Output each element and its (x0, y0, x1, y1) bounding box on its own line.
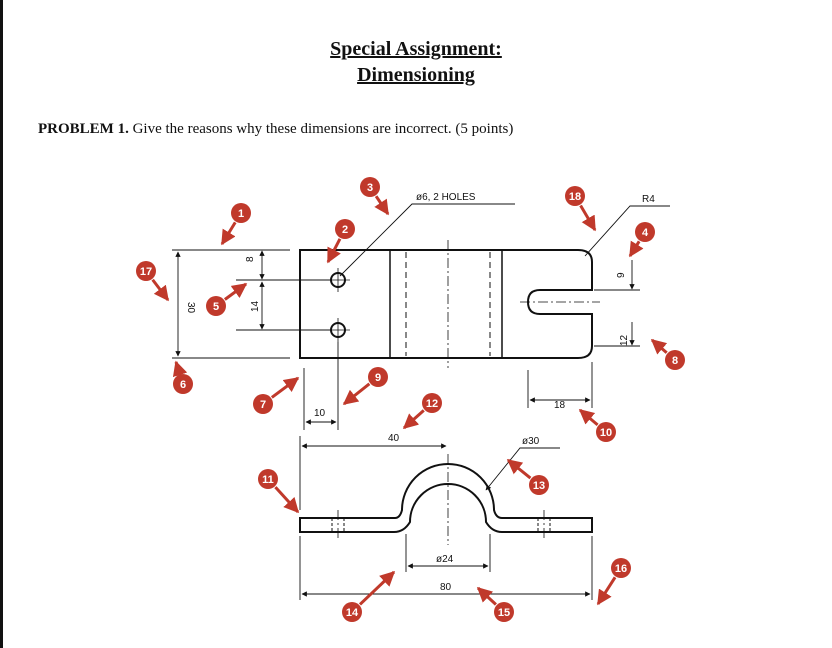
marker-arrow-7 (270, 376, 300, 399)
marker-badge-12 (422, 393, 442, 413)
marker-arrow-14 (358, 570, 396, 606)
dim-holes-label: ø6, 2 HOLES (416, 192, 476, 203)
marker-arrow-5 (223, 282, 248, 301)
marker-badge-10 (596, 422, 616, 442)
marker-badge-8 (665, 350, 685, 370)
marker-number-1: 1 (238, 208, 244, 220)
top-view-outline (299, 249, 593, 359)
marker-arrow-11 (274, 486, 300, 514)
top-view-dimensions (172, 203, 670, 430)
marker-number-14: 14 (346, 607, 359, 619)
marker-badge-6 (173, 374, 193, 394)
marker-badge-1 (231, 203, 251, 223)
marker-number-10: 10 (600, 427, 612, 439)
marker-number-5: 5 (213, 301, 219, 313)
marker-number-4: 4 (642, 227, 649, 239)
page-border (0, 0, 3, 648)
marker-badge-11 (258, 469, 278, 489)
dim-12: 12 (619, 334, 630, 346)
marker-number-2: 2 (342, 224, 348, 236)
marker-arrow-9 (342, 382, 371, 406)
marker-badge-17 (136, 261, 156, 281)
marker-arrow-13 (506, 458, 532, 480)
marker-badge-15 (494, 602, 514, 622)
dim-radius-label: R4 (642, 194, 655, 205)
dim-80: 80 (440, 582, 452, 593)
marker-arrow-17 (151, 278, 170, 302)
marker-arrow-1 (220, 221, 237, 246)
marker-number-13: 13 (533, 480, 545, 492)
marker-badge-13 (529, 475, 549, 495)
dim-10: 10 (314, 408, 326, 419)
front-view (299, 454, 593, 545)
problem-text: Give the reasons why these dimensions ar… (128, 121, 514, 137)
assignment-title: Special Assignment: (330, 38, 502, 60)
marker-number-11: 11 (262, 474, 274, 486)
marker-number-18: 18 (569, 191, 581, 203)
dim-8: 8 (245, 256, 256, 262)
marker-number-9: 9 (375, 372, 381, 384)
marker-arrow-10 (578, 408, 599, 427)
dim-9: 9 (616, 272, 627, 278)
marker-arrow-8 (650, 338, 668, 355)
problem-label: PROBLEM 1. (38, 121, 129, 137)
marker-arrow-16 (596, 576, 617, 606)
problem-statement: PROBLEM 1. Give the reasons why these di… (38, 121, 513, 138)
marker-badge-3 (360, 177, 380, 197)
dim-dia-24: ø24 (436, 554, 454, 565)
marker-badge-2 (335, 219, 355, 239)
marker-number-6: 6 (180, 379, 186, 391)
marker-arrow-3 (374, 195, 390, 216)
marker-badge-14 (342, 602, 362, 622)
marker-number-17: 17 (140, 266, 152, 278)
marker-number-15: 15 (498, 607, 510, 619)
assignment-subtitle: Dimensioning (357, 64, 475, 86)
front-view-outline (299, 463, 593, 533)
marker-badge-16 (611, 558, 631, 578)
dim-dia-30: ø30 (522, 436, 540, 447)
marker-number-7: 7 (260, 399, 266, 411)
marker-arrow-2 (326, 238, 342, 264)
marker-number-3: 3 (367, 182, 373, 194)
top-view (299, 240, 600, 368)
marker-badge-7 (253, 394, 273, 414)
marker-arrow-4 (628, 240, 644, 258)
front-view-dimensions (299, 436, 593, 600)
marker-badge-18 (565, 186, 585, 206)
marker-number-12: 12 (426, 398, 438, 410)
marker-badge-9 (368, 367, 388, 387)
marker-badge-4 (635, 222, 655, 242)
dim-height-30: 30 (185, 302, 196, 314)
marker-number-16: 16 (615, 563, 627, 575)
marker-number-8: 8 (672, 355, 678, 367)
marker-arrow-15 (476, 586, 497, 606)
dim-18: 18 (554, 400, 566, 411)
marker-arrow-6 (172, 360, 188, 378)
dim-14: 14 (250, 300, 261, 312)
dim-40: 40 (388, 433, 400, 444)
marker-arrow-18 (579, 204, 597, 232)
marker-badge-5 (206, 296, 226, 316)
marker-arrow-12 (402, 409, 425, 430)
